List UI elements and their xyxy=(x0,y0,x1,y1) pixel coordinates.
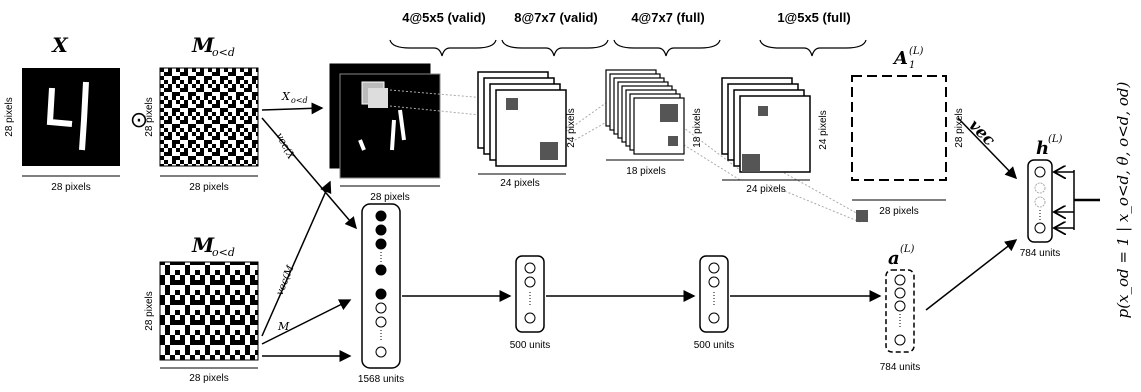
A-size-right: 28 pixels xyxy=(954,108,965,147)
conv2-stack xyxy=(605,69,685,155)
hidden2-box xyxy=(699,255,729,333)
conv2-size-bottom: 18 pixels xyxy=(626,166,665,177)
input-vector-nodes xyxy=(375,210,387,358)
a-units: 784 units xyxy=(880,362,921,373)
x-image xyxy=(22,68,120,166)
x-size-left: 28 pixels xyxy=(4,97,15,136)
A-map xyxy=(851,75,947,181)
a-sup: (L) xyxy=(900,244,915,255)
A-size-bottom: 28 pixels xyxy=(879,206,918,217)
conv-header-4: 1@5x5 (full) xyxy=(777,10,850,25)
edge-m-masked: M xyxy=(277,320,290,333)
mask-label: M xyxy=(191,33,215,57)
A-sub: 1 xyxy=(909,60,915,71)
mask2-label: M xyxy=(191,233,215,257)
mask2-size-bottom: 28 pixels xyxy=(189,373,228,384)
x-label: X xyxy=(50,33,69,57)
input-units: 1568 units xyxy=(358,374,404,385)
mask2-sub: o<d xyxy=(212,246,235,259)
digit-strokes xyxy=(46,81,89,151)
odot-symbol: ⊙ xyxy=(130,107,148,132)
output-prob-label: p(x_od = 1 | x_o<d, θ, o<d, od) xyxy=(1114,81,1132,318)
mask-size-left: 28 pixels xyxy=(144,97,155,136)
edge-x-masked: X xyxy=(281,90,291,103)
conv-header-3: 4@7x7 (full) xyxy=(631,10,704,25)
hidden1-box xyxy=(515,255,545,333)
conv-input-image xyxy=(339,73,441,179)
conv1-size-right: 24 pixels xyxy=(566,108,577,147)
mask2-size-left: 28 pixels xyxy=(144,291,155,330)
edge-vec-m: vec(M xyxy=(275,263,297,297)
a-label: a xyxy=(888,248,900,269)
mask-size-bottom: 28 pixels xyxy=(189,182,228,193)
conv3-size-bottom: 24 pixels xyxy=(746,184,785,195)
conv2-size-right: 18 pixels xyxy=(692,108,703,147)
conv3-size-right: 24 pixels xyxy=(818,110,829,149)
vec-label: vec xyxy=(965,115,999,149)
mask-image xyxy=(159,67,259,167)
A-sup: (L) xyxy=(909,46,924,57)
hidden1-units: 500 units xyxy=(510,340,551,351)
input-vector-box xyxy=(361,203,401,369)
edge-x-masked-sub: o<d xyxy=(291,96,308,105)
conv-input-size: 28 pixels xyxy=(370,192,409,203)
mask-sub: o<d xyxy=(212,46,235,59)
mask2-image xyxy=(159,261,259,361)
edge-vec-x: vec(X xyxy=(273,131,296,162)
conv-header-1: 4@5x5 (valid) xyxy=(402,10,486,25)
conv1-size-bottom: 24 pixels xyxy=(500,178,539,189)
hidden2-units: 500 units xyxy=(694,340,735,351)
x-size-bottom: 28 pixels xyxy=(51,182,90,193)
h-label: h xyxy=(1036,138,1049,159)
h-units: 784 units xyxy=(1020,248,1061,259)
conv-header-2: 8@7x7 (valid) xyxy=(514,10,598,25)
conv3-stack xyxy=(721,77,811,173)
A-label: A xyxy=(892,48,908,69)
conv1-stack xyxy=(477,71,567,167)
h-sup: (L) xyxy=(1048,134,1063,145)
